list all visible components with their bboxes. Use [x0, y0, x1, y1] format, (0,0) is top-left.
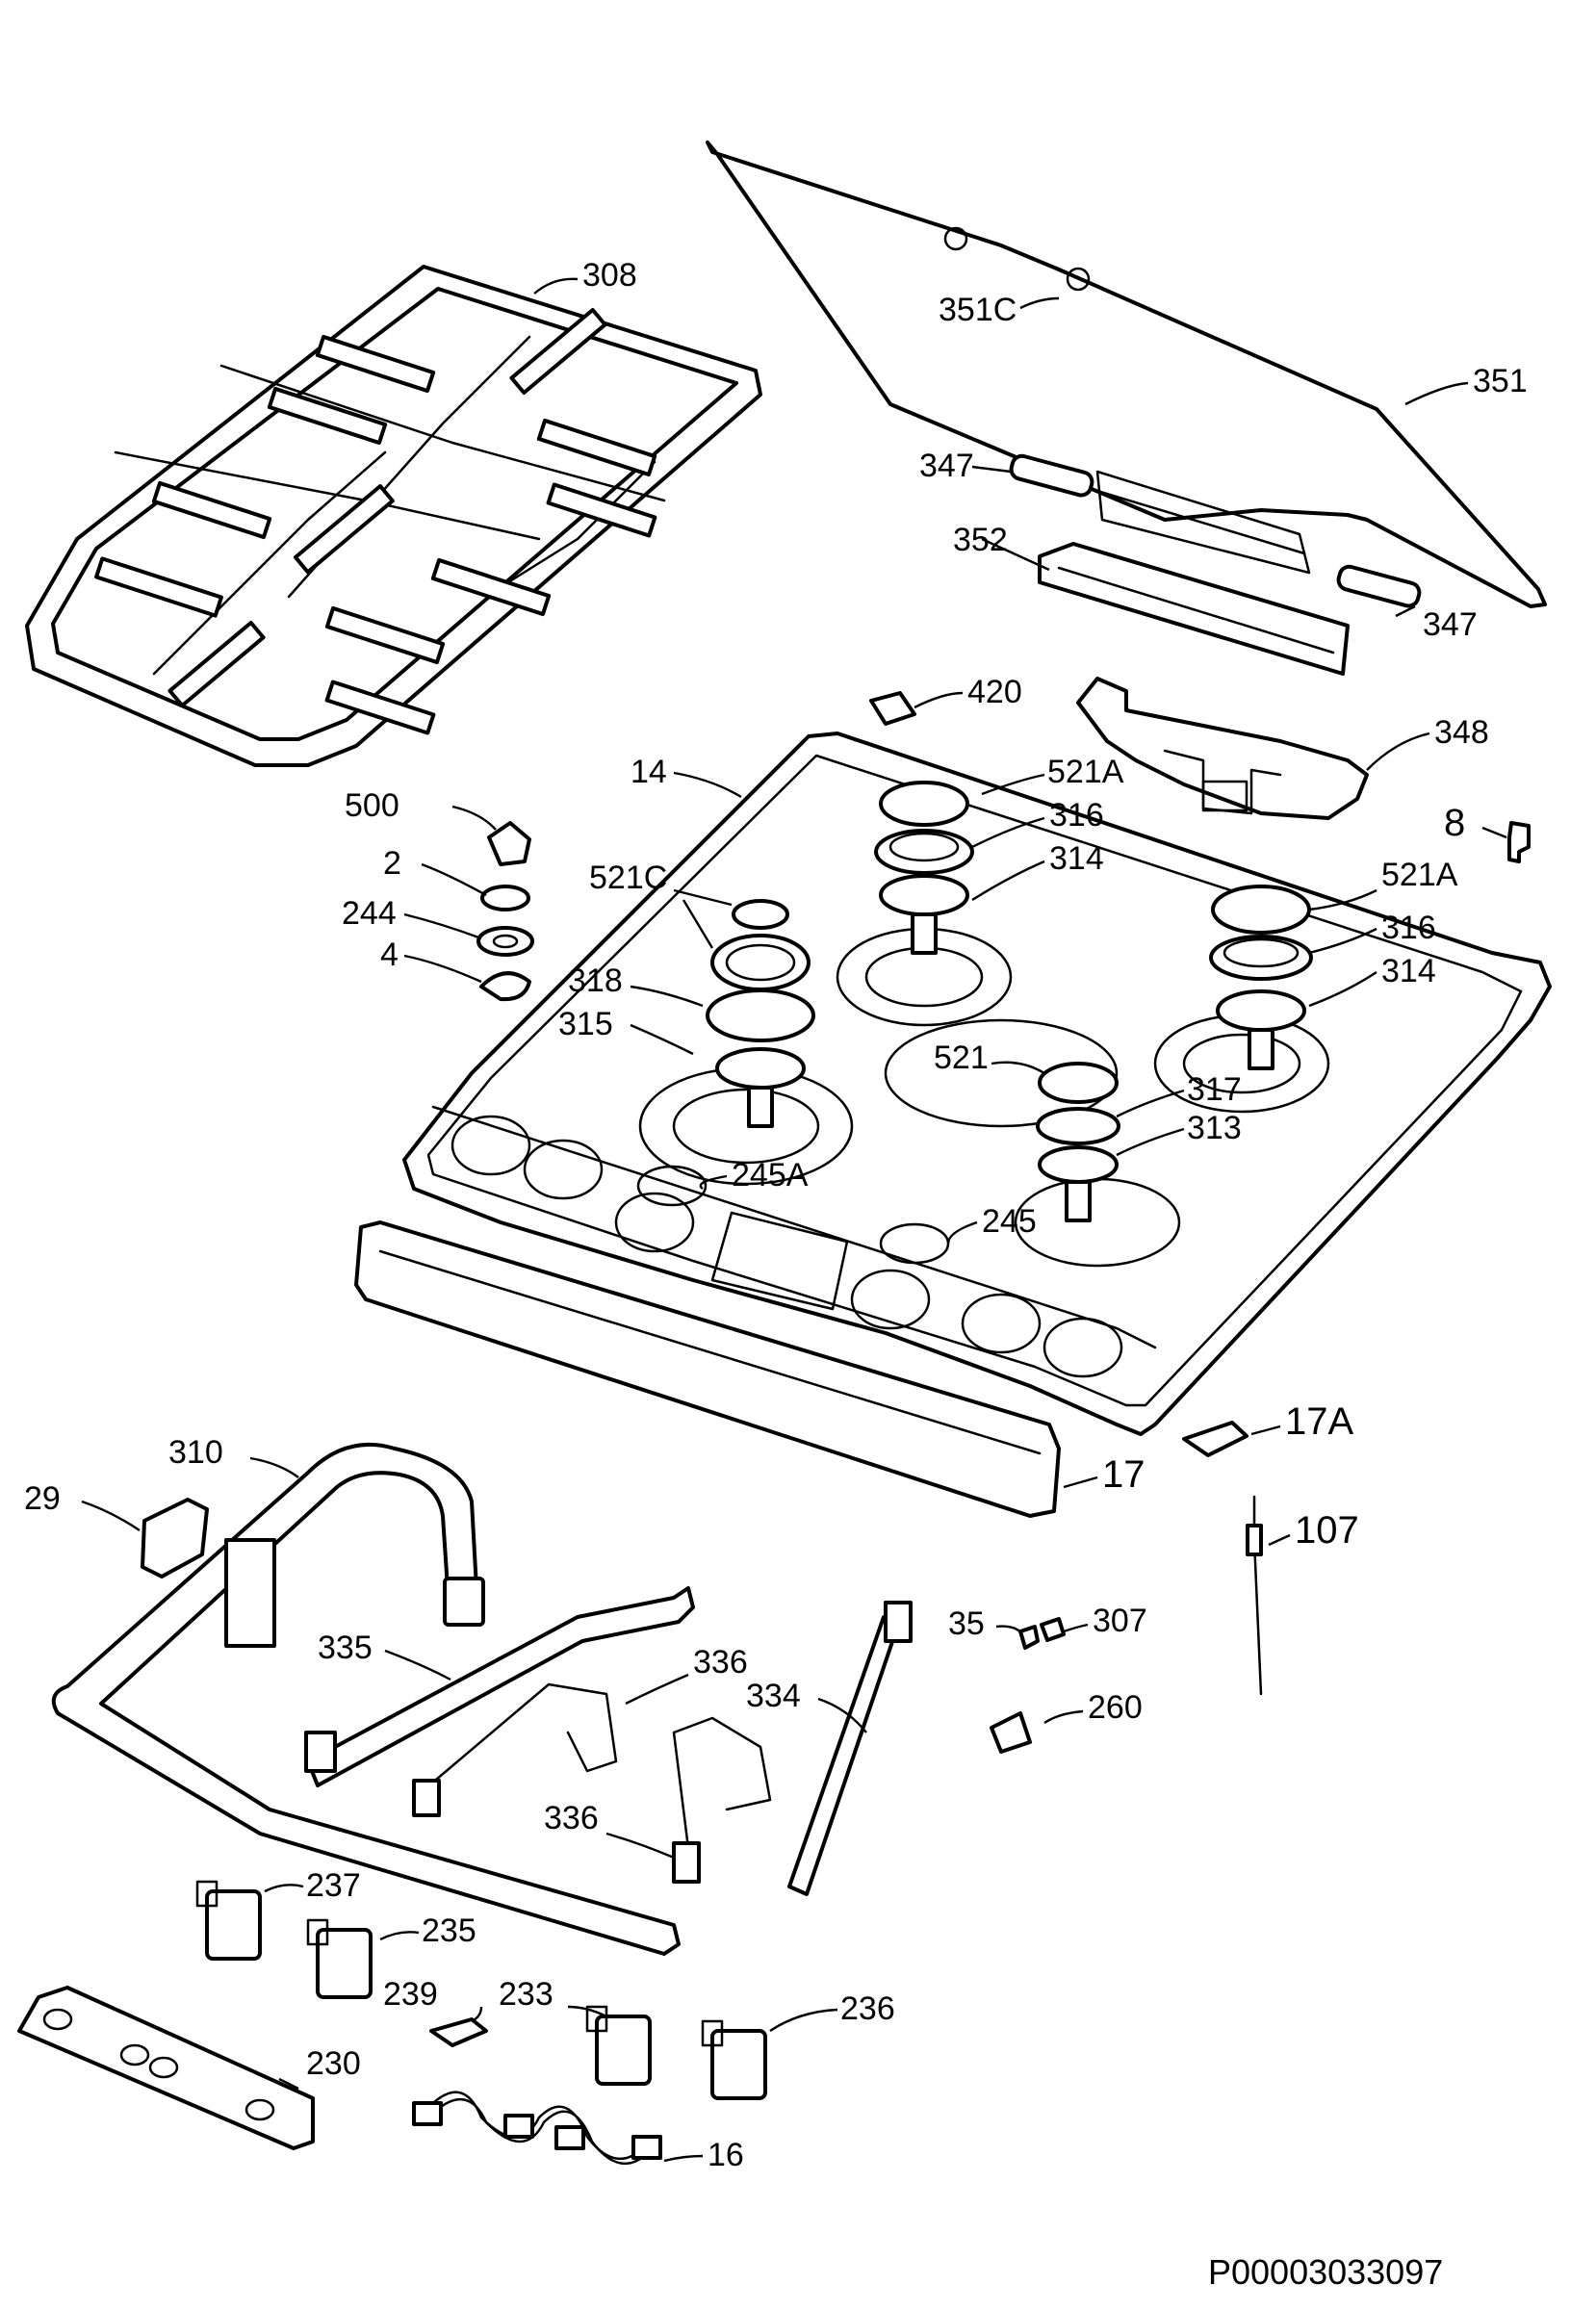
label-17a: 17A [1285, 1400, 1353, 1443]
part-230-valve-bracket [17, 1986, 315, 2150]
part-235-valve [306, 1918, 373, 1999]
part-8-connector [1507, 821, 1531, 863]
label-335: 335 [318, 1630, 373, 1666]
leader-lines [81, 277, 1507, 2163]
label-420: 420 [967, 674, 1022, 710]
label-310: 310 [168, 1434, 223, 1471]
label-316-left: 316 [1049, 797, 1104, 834]
part-335-gas-pipe [304, 1586, 695, 1787]
label-14: 14 [631, 754, 667, 790]
part-burner-rear-left [874, 781, 974, 955]
label-260: 260 [1088, 1689, 1143, 1726]
part-239-spring-clip [429, 2017, 488, 2047]
part-107-thermocouple [1246, 1495, 1263, 1696]
label-336-lower: 336 [544, 1800, 599, 1836]
label-348: 348 [1434, 714, 1489, 751]
label-230: 230 [306, 2045, 361, 2082]
label-237: 237 [306, 1867, 361, 1904]
label-352: 352 [953, 522, 1008, 558]
label-314-right: 314 [1381, 953, 1436, 989]
part-351-glass-lid [706, 141, 1547, 608]
label-308: 308 [582, 257, 637, 294]
callout-labels: 308 351C 351 347 352 347 420 348 14 521A… [24, 257, 1528, 2173]
part-260-bracket [990, 1711, 1032, 1754]
part-knob-assembly [476, 821, 534, 1002]
label-245: 245 [982, 1203, 1037, 1240]
part-336-gas-pipe-upper [412, 1682, 618, 1817]
part-233-valve [585, 2005, 652, 2086]
part-308-pan-support [25, 265, 762, 767]
label-500: 500 [345, 787, 399, 824]
part-16-ignition-harness [412, 2091, 662, 2166]
part-burner-rear-right [1209, 885, 1313, 1070]
part-347-hinge-rods [1009, 453, 1422, 608]
label-351: 351 [1473, 363, 1528, 399]
label-2: 2 [383, 845, 401, 882]
label-17: 17 [1102, 1453, 1146, 1496]
part-420-clip [869, 691, 916, 726]
label-35: 35 [948, 1605, 985, 1642]
label-315: 315 [558, 1006, 613, 1042]
label-4: 4 [380, 937, 399, 973]
label-521c: 521C [589, 860, 667, 896]
part-352-hinge-bar [1038, 542, 1350, 676]
label-245a: 245A [732, 1157, 809, 1194]
part-burner-front-left [706, 899, 815, 1128]
label-314-left: 314 [1049, 840, 1104, 877]
label-244: 244 [342, 895, 397, 932]
label-336-upper: 336 [693, 1644, 748, 1681]
part-29-switch [141, 1498, 209, 1578]
part-348-bracket [1076, 677, 1369, 820]
part-17-front-trim [354, 1220, 1061, 1518]
label-316-right: 316 [1381, 910, 1436, 946]
part-237-valve [195, 1880, 262, 1961]
label-107: 107 [1295, 1509, 1359, 1552]
label-29: 29 [24, 1480, 61, 1517]
label-233: 233 [499, 1976, 553, 2013]
label-347-lower: 347 [1423, 606, 1478, 643]
label-235: 235 [422, 1912, 476, 1949]
label-8: 8 [1444, 802, 1465, 844]
part-236-valve [701, 2019, 767, 2100]
part-336-gas-pipe-lower [672, 1716, 772, 1884]
label-334: 334 [746, 1678, 801, 1714]
part-310-gas-manifold [51, 1442, 681, 1956]
label-521a-right: 521A [1381, 857, 1458, 893]
label-239: 239 [383, 1976, 438, 2013]
label-16: 16 [708, 2137, 744, 2173]
label-351c: 351C [939, 292, 1017, 328]
label-318: 318 [568, 962, 623, 999]
label-317: 317 [1187, 1071, 1242, 1108]
part-35-307-fittings [1018, 1617, 1066, 1650]
part-17a-clip [1182, 1421, 1248, 1457]
label-347-upper: 347 [919, 448, 974, 484]
label-307: 307 [1093, 1603, 1147, 1639]
label-521: 521 [934, 1040, 989, 1076]
part-334-gas-pipe [787, 1601, 913, 1896]
label-236: 236 [840, 1990, 895, 2027]
label-313: 313 [1187, 1110, 1242, 1146]
part-burner-front-right [1036, 1062, 1120, 1222]
document-code: P00003033097 [1208, 2252, 1443, 2292]
label-521a-left: 521A [1047, 754, 1124, 790]
